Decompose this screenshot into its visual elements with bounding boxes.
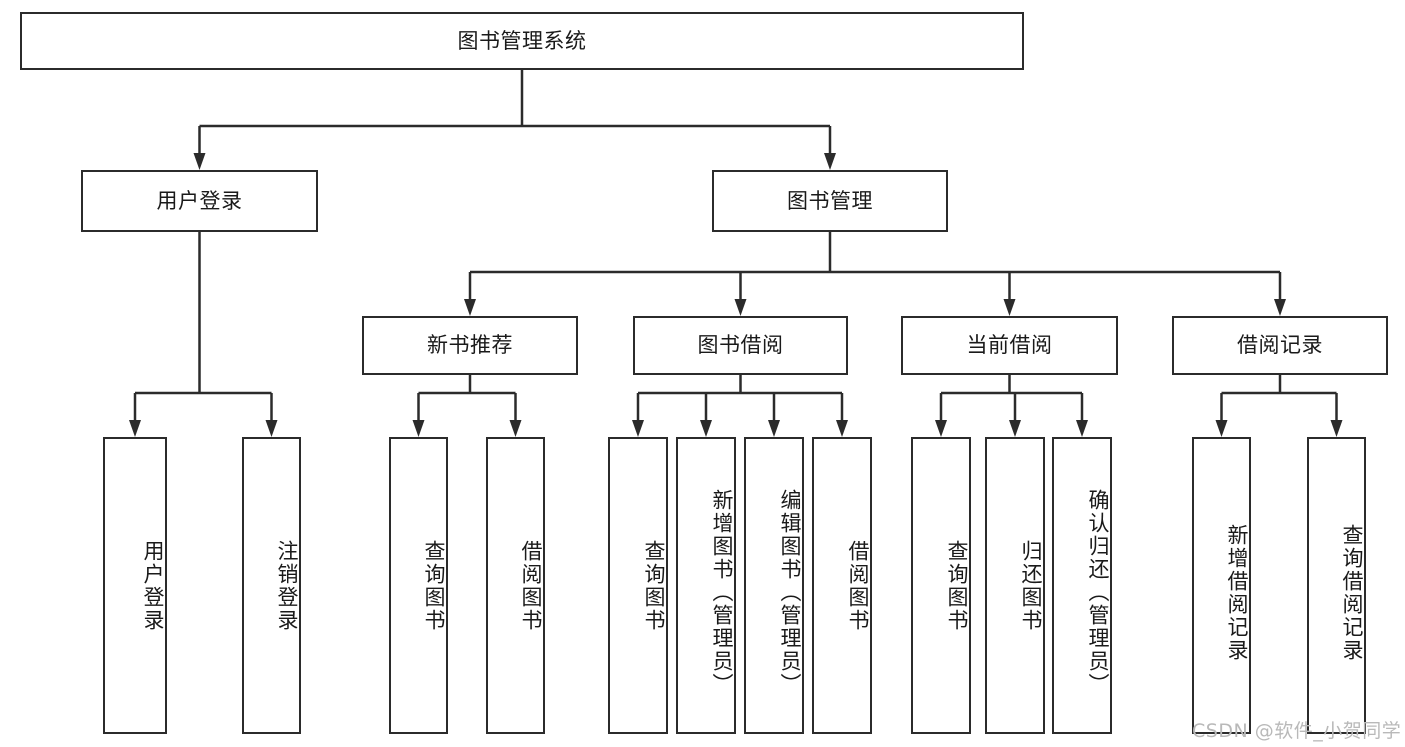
node-label: 确认归还（管理员） bbox=[1086, 489, 1110, 696]
node-leaf-borrow-book-1[interactable]: 借阅图书 bbox=[486, 437, 545, 734]
edge-arrow-root-0 bbox=[193, 153, 206, 170]
node-label: 注销登录 bbox=[275, 539, 299, 632]
node-leaf-confirm-return[interactable]: 确认归还（管理员） bbox=[1052, 437, 1112, 734]
node-label: 借阅图书 bbox=[846, 539, 870, 632]
node-leaf-return-book[interactable]: 归还图书 bbox=[985, 437, 1045, 734]
node-root[interactable]: 图书管理系统 bbox=[20, 12, 1024, 70]
node-label: 新增图书（管理员） bbox=[710, 489, 734, 696]
node-leaf-query-borrow-record[interactable]: 查询借阅记录 bbox=[1307, 437, 1366, 734]
node-label: 查询图书 bbox=[642, 539, 666, 632]
node-label: 查询图书 bbox=[422, 539, 446, 632]
watermark-text: CSDN @软件_小贺同学 bbox=[1192, 720, 1402, 742]
edge-arrow-book-borrow-0 bbox=[632, 420, 644, 437]
node-label: 图书管理 bbox=[787, 188, 873, 213]
node-leaf-borrow-book-2[interactable]: 借阅图书 bbox=[812, 437, 872, 734]
edge-arrow-book-management-3 bbox=[1274, 299, 1286, 316]
edge-arrow-user-login-1 bbox=[265, 420, 278, 437]
node-new-book-recommend[interactable]: 新书推荐 bbox=[362, 316, 578, 375]
node-label: 新增借阅记录 bbox=[1225, 523, 1249, 662]
edge-arrow-book-borrow-3 bbox=[836, 420, 848, 437]
edge-arrow-root-1 bbox=[824, 153, 836, 170]
node-label: 查询借阅记录 bbox=[1340, 523, 1364, 662]
edge-arrow-book-management-2 bbox=[1003, 299, 1016, 316]
node-leaf-user-login[interactable]: 用户登录 bbox=[103, 437, 167, 734]
node-book-borrow[interactable]: 图书借阅 bbox=[633, 316, 848, 375]
node-label: 编辑图书（管理员） bbox=[778, 489, 802, 696]
node-label: 图书借阅 bbox=[697, 333, 784, 358]
node-label: 用户登录 bbox=[141, 539, 165, 632]
edge-arrow-new-book-recommend-0 bbox=[412, 420, 425, 437]
edge-arrow-user-login-0 bbox=[129, 420, 141, 437]
node-leaf-add-book[interactable]: 新增图书（管理员） bbox=[676, 437, 736, 734]
node-book-management[interactable]: 图书管理 bbox=[712, 170, 948, 232]
edge-arrow-borrow-record-0 bbox=[1215, 420, 1228, 437]
node-current-borrow[interactable]: 当前借阅 bbox=[901, 316, 1118, 375]
edge-arrow-book-borrow-1 bbox=[700, 420, 712, 437]
edge-arrow-new-book-recommend-1 bbox=[509, 420, 522, 437]
node-leaf-logout-login[interactable]: 注销登录 bbox=[242, 437, 301, 734]
edge-arrow-book-management-0 bbox=[464, 299, 476, 316]
node-user-login[interactable]: 用户登录 bbox=[81, 170, 318, 232]
edge-arrow-current-borrow-0 bbox=[935, 420, 947, 437]
node-leaf-add-borrow-record[interactable]: 新增借阅记录 bbox=[1192, 437, 1251, 734]
node-leaf-edit-book[interactable]: 编辑图书（管理员） bbox=[744, 437, 804, 734]
node-label: 用户登录 bbox=[156, 188, 243, 213]
edge-paths bbox=[129, 70, 1343, 437]
node-label: 查询图书 bbox=[945, 539, 969, 632]
node-label: 新书推荐 bbox=[427, 333, 513, 358]
edge-arrow-book-management-1 bbox=[734, 299, 747, 316]
node-label: 归还图书 bbox=[1019, 539, 1043, 632]
node-leaf-query-book-2[interactable]: 查询图书 bbox=[608, 437, 668, 734]
edge-arrow-current-borrow-2 bbox=[1076, 420, 1088, 437]
node-label: 图书管理系统 bbox=[457, 28, 587, 53]
node-borrow-record[interactable]: 借阅记录 bbox=[1172, 316, 1388, 375]
edge-arrow-current-borrow-1 bbox=[1009, 420, 1021, 437]
node-leaf-query-book-1[interactable]: 查询图书 bbox=[389, 437, 448, 734]
edge-arrow-borrow-record-1 bbox=[1330, 420, 1343, 437]
node-label: 当前借阅 bbox=[966, 333, 1053, 358]
node-label: 借阅图书 bbox=[519, 539, 543, 632]
node-leaf-query-book-3[interactable]: 查询图书 bbox=[911, 437, 971, 734]
edge-arrow-book-borrow-2 bbox=[768, 420, 780, 437]
node-label: 借阅记录 bbox=[1237, 333, 1323, 358]
